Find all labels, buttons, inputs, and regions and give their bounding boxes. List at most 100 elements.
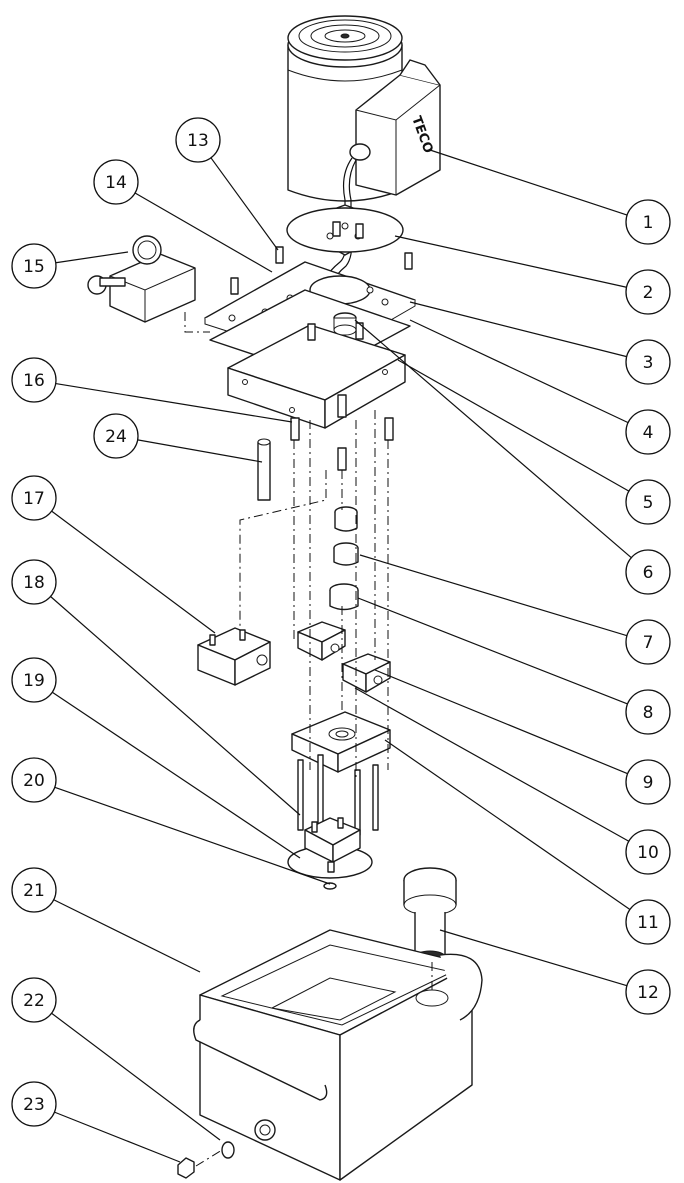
callout-9: 9 [374,669,671,805]
callout-16: 16 [11,357,293,423]
callout-leader-9 [374,669,628,775]
callout-15: 15 [11,243,129,289]
callout-label-17: 17 [23,489,45,509]
callout-14: 14 [93,159,273,273]
filler-breather-cap [403,867,457,964]
callout-label-23: 23 [23,1095,45,1115]
callout-label-12: 12 [637,983,659,1003]
needle-bearing [333,542,359,566]
adapter-gasket [286,204,404,256]
alignment-lines [184,312,433,1167]
callout-bubble-22 [11,977,57,1023]
callout-19: 19 [11,657,301,859]
callout-1: 1 [429,149,671,245]
callout-leader-21 [53,899,201,973]
motor: TECO [287,15,441,287]
callout-bubble-14 [93,159,139,205]
callout-22: 22 [11,977,221,1141]
pump-body [291,711,391,773]
callout-leader-15 [55,251,129,264]
callout-bubble-7 [625,619,671,665]
callout-leader-24 [137,439,263,463]
callout-bubble-19 [11,657,57,703]
callout-bubble-12 [625,969,671,1015]
callout-label-4: 4 [643,423,654,443]
callout-leader-23 [54,1111,181,1163]
callout-leader-11 [384,739,631,910]
callout-leader-14 [134,192,273,273]
callout-11: 11 [384,739,671,945]
callout-label-3: 3 [643,353,654,373]
drain-washer [221,1141,235,1159]
callout-10: 10 [354,687,671,875]
callout-leader-1 [429,149,628,216]
callout-bubble-20 [11,757,57,803]
callout-3: 3 [409,301,671,385]
callout-label-8: 8 [643,703,654,723]
callout-bubble-11 [625,899,671,945]
callout-leader-10 [354,687,630,842]
bolts [230,221,413,471]
callout-bubble-15 [11,243,57,289]
callout-label-7: 7 [643,633,654,653]
callout-7: 7 [359,554,671,665]
callout-label-9: 9 [643,773,654,793]
callout-leader-20 [54,786,331,885]
callout-bubble-21 [11,867,57,913]
callout-label-16: 16 [23,371,45,391]
callout-label-2: 2 [643,283,654,303]
callout-bubble-10 [625,829,671,875]
callout-20: 20 [11,757,331,885]
callout-leader-2 [394,235,627,288]
callout-label-24: 24 [105,427,127,447]
callout-label-14: 14 [105,173,127,193]
callout-label-1: 1 [643,213,654,233]
callout-24: 24 [93,413,263,463]
callout-13: 13 [175,117,279,251]
callout-4: 4 [409,319,671,455]
callout-bubble-1 [625,199,671,245]
drain-plug [177,1157,195,1179]
o-ring [323,882,337,890]
callout-leader-18 [50,596,301,816]
callout-bubble-3 [625,339,671,385]
suction-block [197,627,271,686]
callout-leader-8 [357,597,628,705]
callout-bubble-9 [625,759,671,805]
callout-bubble-4 [625,409,671,455]
callout-label-19: 19 [23,671,45,691]
callout-bubble-23 [11,1081,57,1127]
callout-label-10: 10 [637,843,659,863]
callout-leader-19 [51,691,301,859]
callout-bubble-18 [11,559,57,605]
callout-leader-3 [409,301,627,358]
callout-leader-16 [55,382,293,423]
callout-label-13: 13 [187,131,209,151]
callout-leader-7 [359,554,628,637]
reservoir-tank [193,929,483,1181]
callout-bubble-13 [175,117,221,163]
callout-label-15: 15 [23,257,45,277]
callout-bubble-5 [625,479,671,525]
callout-label-5: 5 [643,493,654,513]
callout-18: 18 [11,559,301,816]
gear-pump-block [297,621,391,693]
callout-17: 17 [11,475,216,634]
callout-bubble-16 [11,357,57,403]
callout-label-20: 20 [23,771,45,791]
callout-5: 5 [397,359,671,525]
callout-leader-4 [409,319,629,424]
callout-label-21: 21 [23,881,45,901]
callout-leader-17 [51,510,216,634]
relief-valve-with-gauge [87,235,196,323]
callout-23: 23 [11,1081,181,1163]
callout-2: 2 [394,235,671,315]
callout-label-6: 6 [643,563,654,583]
callout-label-11: 11 [637,913,659,933]
pipe-nipple [257,438,271,501]
bushing [333,312,358,532]
callout-label-18: 18 [23,573,45,593]
callout-label-22: 22 [23,991,45,1011]
